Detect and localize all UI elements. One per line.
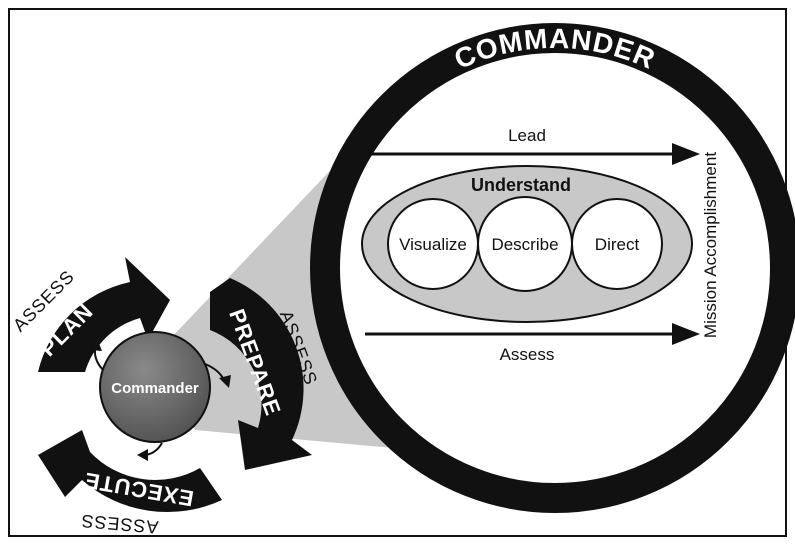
small-arrowhead-prepare <box>219 375 231 388</box>
prepare-arrow <box>210 278 312 470</box>
assess-label: Assess <box>500 345 555 364</box>
small-arrowhead-execute <box>137 449 148 461</box>
execute-arrow <box>38 430 222 513</box>
assess-arrowhead <box>672 323 700 345</box>
visualize-label: Visualize <box>399 235 467 254</box>
lead-label: Lead <box>508 126 546 145</box>
lead-arrowhead <box>672 143 700 165</box>
direct-label: Direct <box>595 235 640 254</box>
commander-center-circle <box>99 331 211 443</box>
mission-accomplishment-label: Mission Accomplishment <box>701 152 720 338</box>
describe-label: Describe <box>491 235 558 254</box>
small-arrowhead-plan <box>90 338 102 351</box>
commander-center-label: Commander <box>111 380 199 397</box>
plan-arrow <box>38 257 170 372</box>
describe-circle <box>477 196 573 292</box>
understand-label: Understand <box>471 175 571 195</box>
